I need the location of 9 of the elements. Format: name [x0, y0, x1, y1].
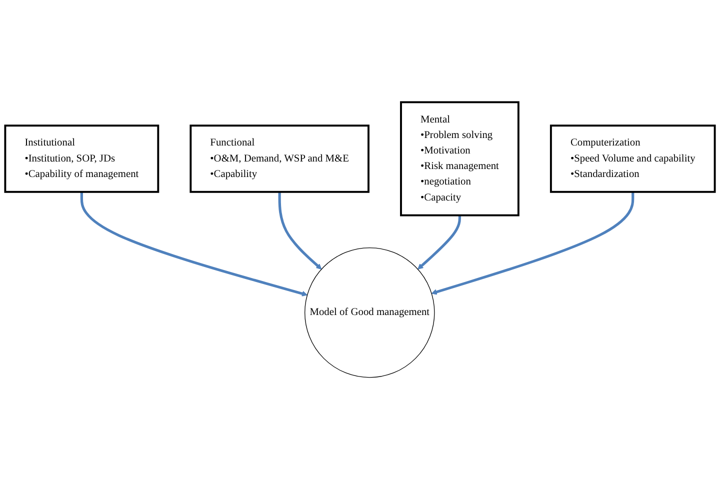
arrow: [278, 192, 322, 270]
arrow: [80, 192, 308, 296]
node-circle: Model of Good management: [304, 247, 435, 378]
arrow: [431, 192, 634, 294]
node-box: Institutional •Institution, SOP, JDs •Capability of management: [4, 124, 160, 193]
arrow: [418, 214, 462, 270]
node-box: Functional •O&M, Demand, WSP and M&E •Capability: [190, 124, 370, 193]
node-box: Mental •Problem solving •Motivation •Risk management •negotiation •Capacity: [400, 100, 520, 216]
node-box: Computerization •Speed Volume and capability •Standardization: [550, 124, 716, 193]
